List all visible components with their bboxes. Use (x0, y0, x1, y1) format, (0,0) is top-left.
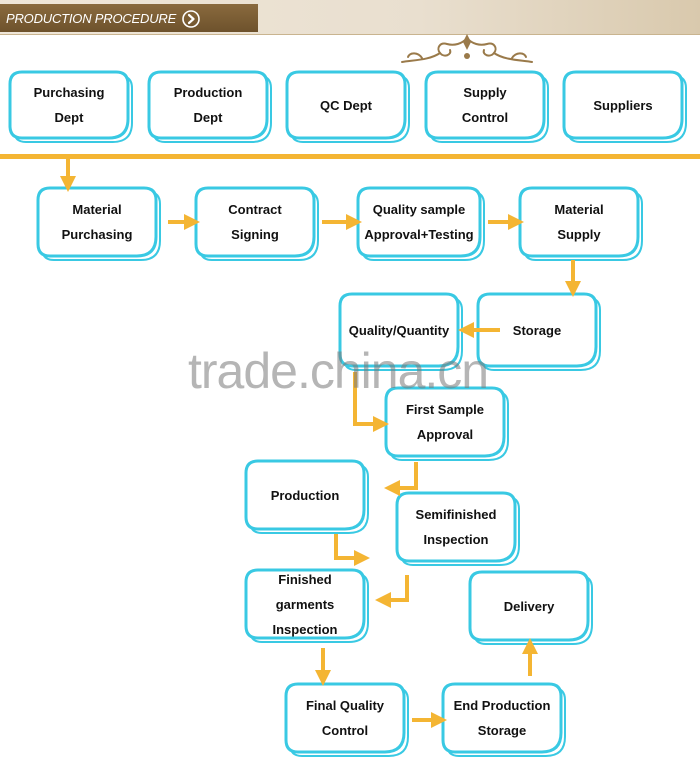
node-outline (384, 386, 506, 458)
node-outline (395, 491, 517, 563)
node-label-delivery: Delivery (503, 598, 555, 614)
node-suppliers (562, 70, 687, 143)
node-delivery (468, 570, 593, 645)
node-material-supply (518, 186, 643, 261)
node-production-dept (147, 70, 272, 143)
node-outline (562, 70, 684, 140)
node-outline (36, 186, 158, 258)
node-outline (468, 570, 590, 642)
node-first-sample-approval (384, 386, 509, 461)
circle-chevron-right-icon (182, 10, 200, 28)
node-label-final-quality-control: Final Quality Control (305, 698, 384, 738)
node-label-semifinished-inspection: Semifinished Inspection (415, 507, 497, 547)
node-outline (284, 682, 406, 754)
node-contract-signing (194, 186, 319, 261)
baroque-scroll-ornament-icon (401, 34, 533, 63)
node-label-end-production-storage: End Production Storage (453, 698, 551, 738)
node-outline (338, 292, 460, 368)
flow-arrow (353, 372, 389, 432)
node-outline (285, 70, 407, 140)
department-divider (0, 154, 700, 159)
node-label-finished-garments-inspection: Finished garments Inspection (272, 571, 338, 637)
node-label-purchasing-dept: Purchasing Dept (33, 85, 105, 125)
flow-arrow (384, 462, 418, 496)
node-outline (147, 70, 269, 140)
node-quality-quantity (338, 292, 463, 371)
node-supply-control (424, 70, 549, 143)
flow-arrow (375, 575, 409, 608)
node-outline (244, 459, 366, 531)
node-finished-garments-inspection (244, 568, 369, 643)
node-semifinished-inspection (395, 491, 520, 566)
node-outline (8, 70, 130, 140)
node-label-production-dept: Production Dept (173, 85, 243, 125)
node-final-quality-control (284, 682, 409, 757)
node-qc-dept (285, 70, 410, 143)
node-outline (356, 186, 482, 258)
node-label-contract-signing: Contract Signing (228, 202, 282, 242)
node-label-storage: Storage (512, 322, 562, 338)
node-label-production: Production (270, 487, 340, 503)
node-label-material-supply: Material Supply (554, 202, 604, 242)
node-production (244, 459, 369, 534)
node-storage (476, 292, 601, 371)
flow-arrow (334, 534, 370, 566)
node-end-production-storage (441, 682, 566, 757)
node-label-material-purchasing: Material Purchasing (61, 202, 133, 242)
node-quality-sample-testing (356, 186, 485, 261)
node-outline (244, 568, 366, 640)
node-label-first-sample-approval: First Sample Approval (405, 402, 485, 442)
node-outline (476, 292, 598, 368)
node-outline (424, 70, 546, 140)
node-label-quality-quantity: Quality/Quantity (348, 322, 450, 338)
node-outline (518, 186, 640, 258)
node-label-qc-dept: QC Dept (320, 97, 372, 113)
watermark-text: trade.china.cn (188, 343, 489, 399)
node-outline (194, 186, 316, 258)
node-label-supply-control: Supply Control (461, 85, 509, 125)
header-rule (0, 34, 700, 35)
node-label-quality-sample-testing: Quality sample Approval+Testing (364, 202, 474, 242)
header-tab (0, 4, 258, 32)
node-material-purchasing (36, 186, 161, 261)
node-purchasing-dept (8, 70, 133, 143)
page-title: PRODUCTION PROCEDURE (6, 11, 177, 26)
node-outline (441, 682, 563, 754)
node-label-suppliers: Suppliers (593, 97, 653, 113)
